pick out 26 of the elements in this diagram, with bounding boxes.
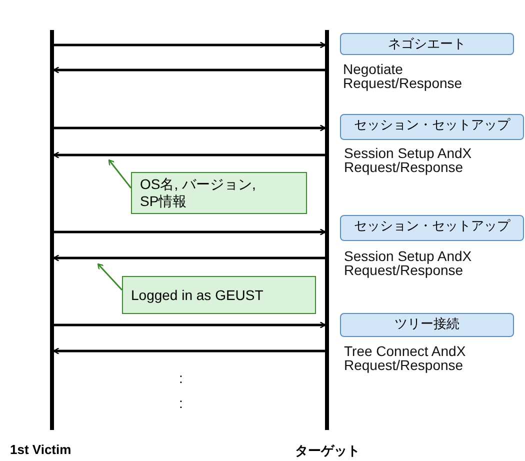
message-arrow (53, 151, 325, 159)
message-arrow (53, 66, 325, 74)
message-caption: Session Setup AndX Request/Response (344, 249, 473, 277)
step-label-box: セッション・セットアップ (340, 215, 524, 241)
ellipsis-mark: : (179, 370, 183, 386)
message-arrow (54, 41, 326, 49)
message-arrow (54, 228, 326, 236)
lifeline-bar (325, 30, 329, 430)
lifeline-label: ターゲット (295, 442, 360, 460)
message-arrow (53, 254, 325, 262)
leader-line (108, 159, 132, 188)
lifeline-label: 1st Victim (10, 442, 72, 457)
message-arrow (53, 347, 325, 355)
annotation-box: Logged in as GEUST (122, 276, 316, 314)
annotation-box: OS名, バージョン, SP情報 (131, 172, 307, 214)
leader-line (97, 263, 123, 290)
message-arrow (54, 321, 326, 329)
message-caption: Tree Connect AndX Request/Response (344, 344, 467, 372)
step-label-box: ネゴシエート (340, 33, 514, 55)
step-label-box: セッション・セットアップ (340, 114, 524, 140)
lifeline-bar (50, 30, 54, 430)
message-arrow (54, 124, 326, 132)
message-caption: Session Setup AndX Request/Response (344, 146, 473, 174)
step-label-box: ツリー接続 (340, 313, 514, 337)
message-caption: Negotiate Request/Response (343, 62, 464, 90)
ellipsis-mark: : (179, 395, 183, 411)
